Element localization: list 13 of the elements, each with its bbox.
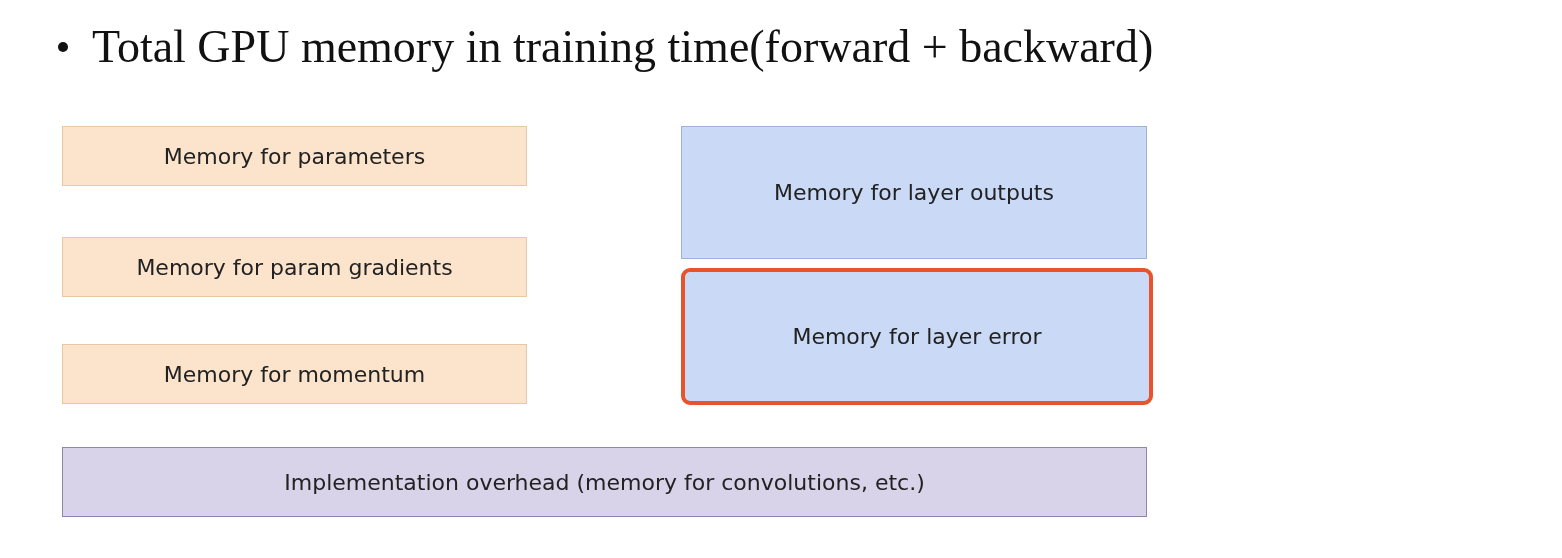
memory-box bbox=[62, 344, 527, 404]
highlighted-memory-box bbox=[681, 268, 1153, 405]
title: Total GPU memory in training time(forward + backward) bbox=[92, 20, 1154, 73]
memory-box bbox=[62, 237, 527, 297]
box-label: Memory for layer outputs bbox=[774, 180, 1054, 205]
box-label: Memory for layer error bbox=[792, 324, 1042, 349]
box-label: Implementation overhead (memory for convolutions, etc.) bbox=[284, 469, 925, 495]
memory-box bbox=[62, 126, 527, 186]
overhead-box bbox=[62, 447, 1147, 517]
box-label: Memory for param gradients bbox=[136, 254, 453, 280]
box-label: Memory for parameters bbox=[163, 143, 426, 169]
memory-box bbox=[681, 126, 1147, 259]
box-label: Memory for momentum bbox=[163, 361, 426, 387]
